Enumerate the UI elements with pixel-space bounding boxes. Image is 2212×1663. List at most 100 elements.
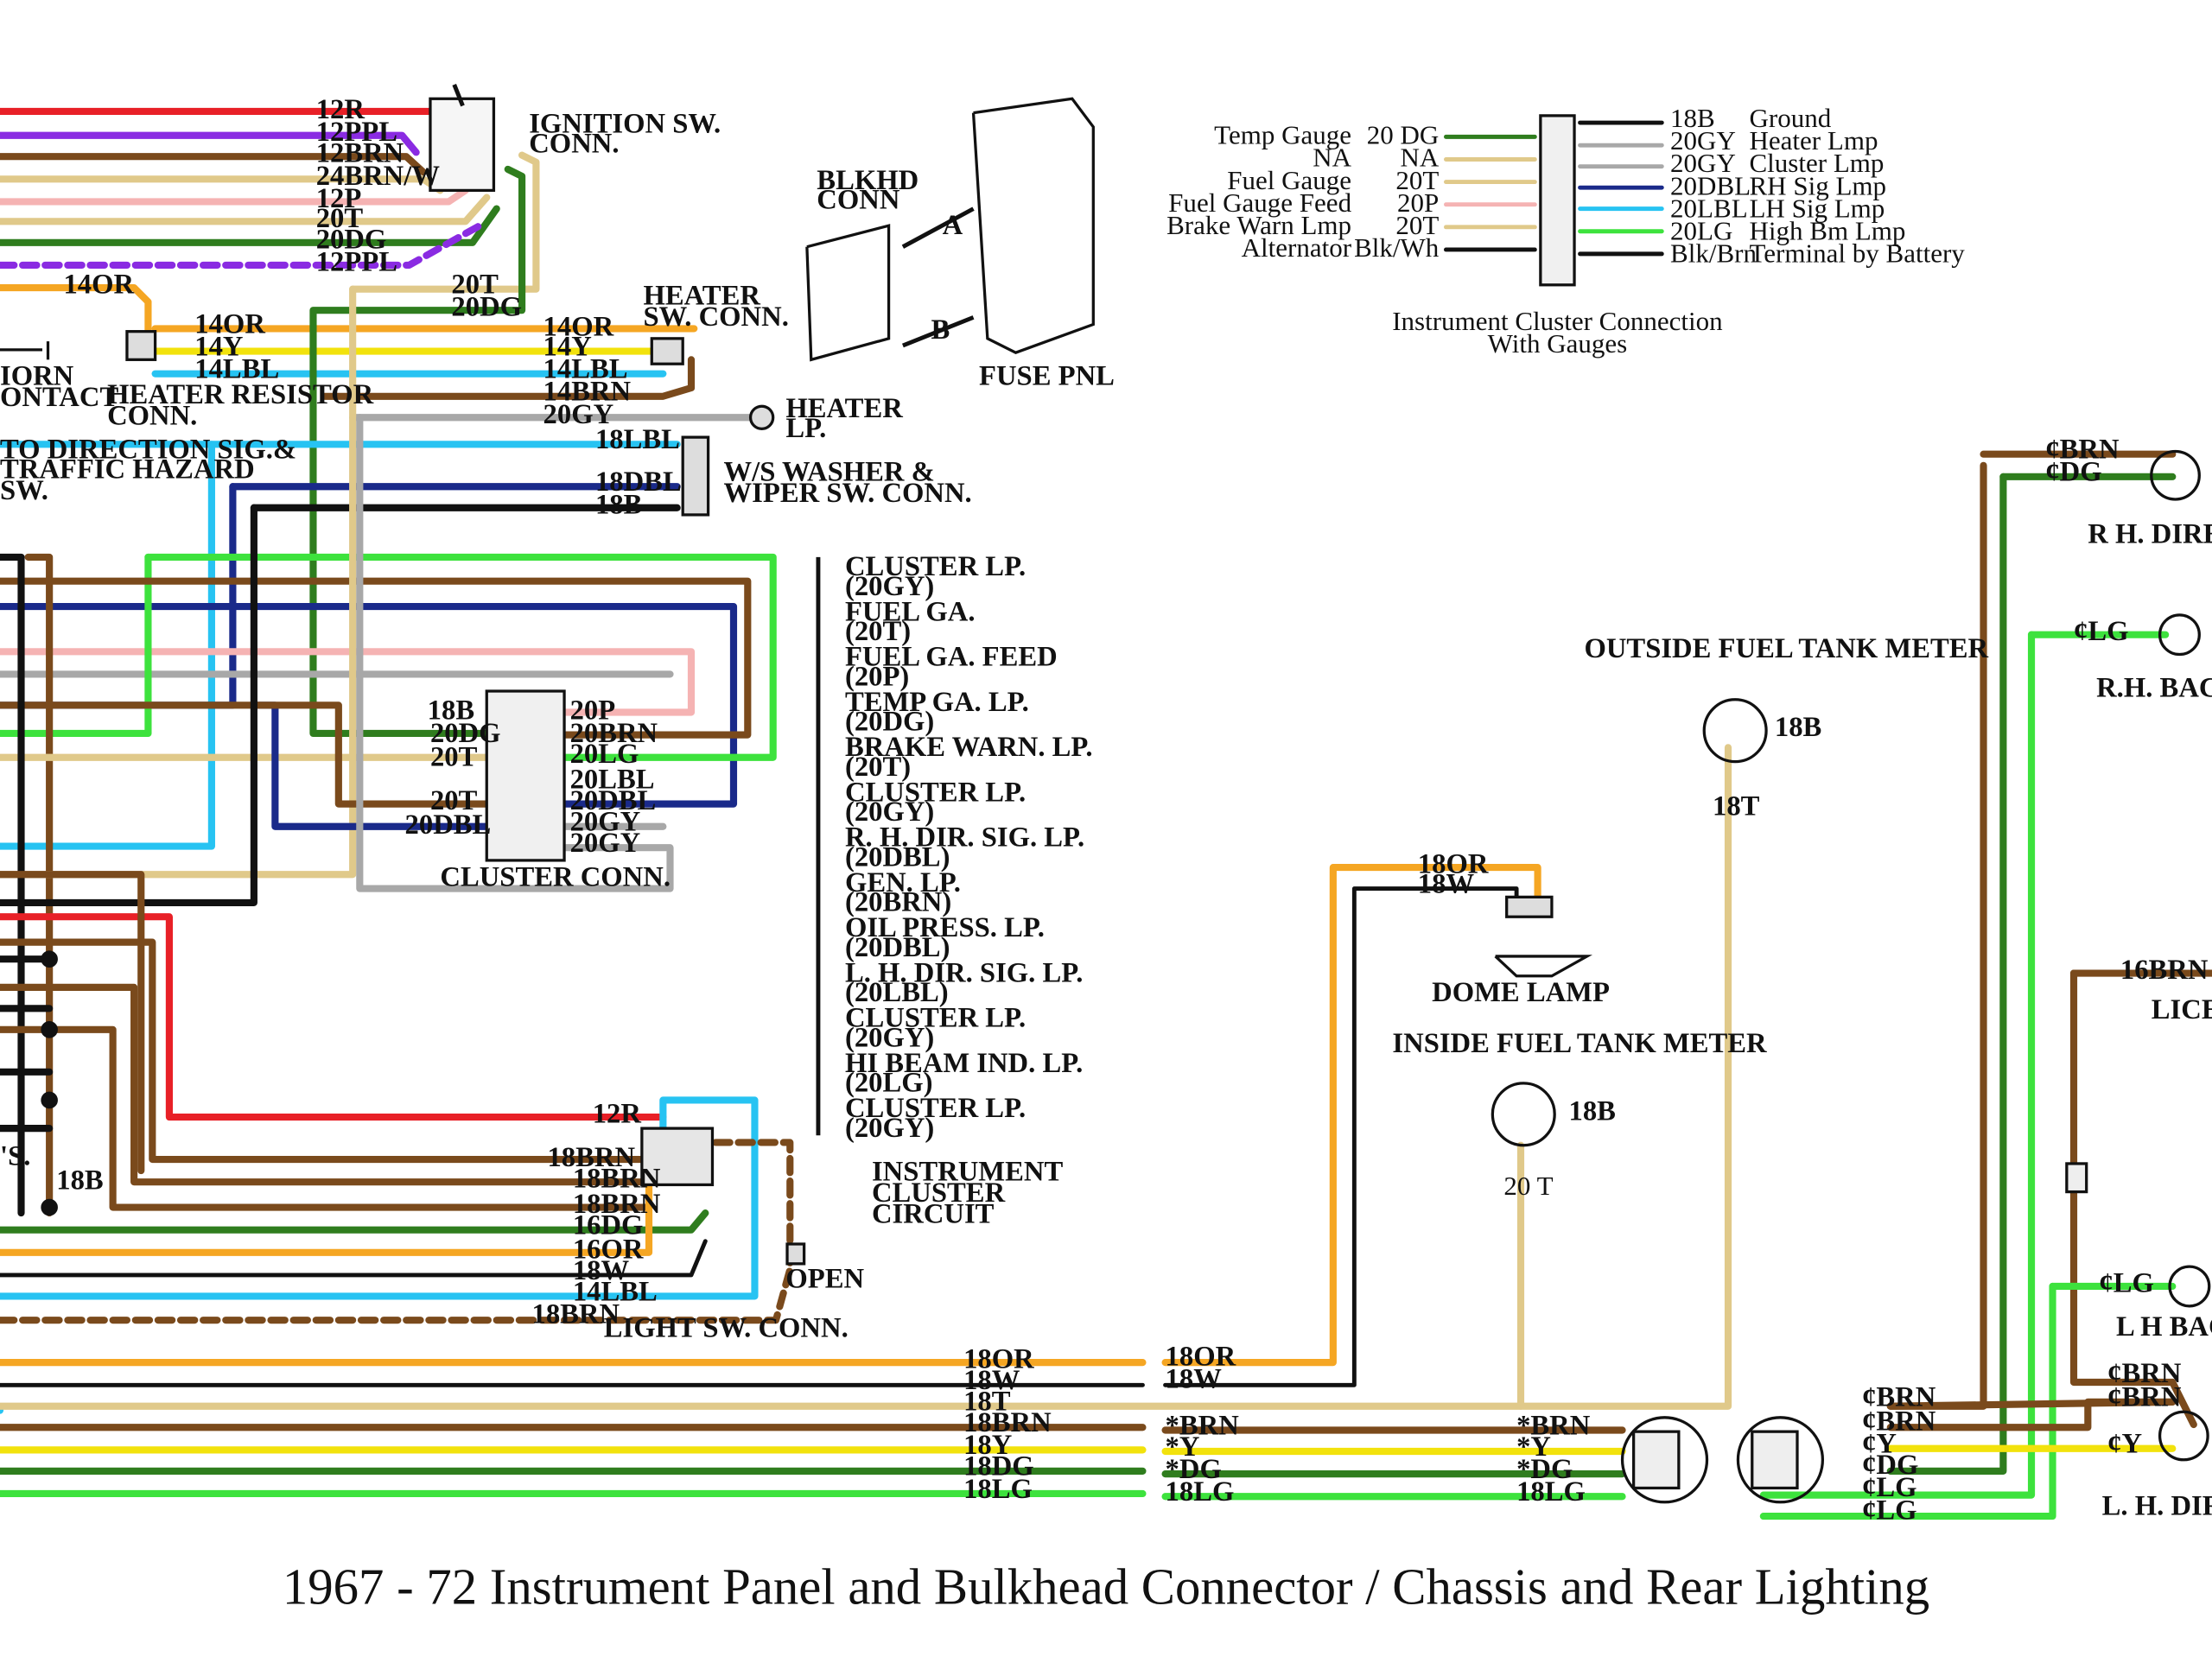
chassis-left-wire-3: 18LG [1166,1476,1235,1507]
wire-14brn-sw [321,356,696,400]
bottom2-0: 18OR [1166,1341,1236,1372]
chassis-left-wire-2: *DG [1166,1454,1222,1485]
loop-brown3 [0,701,491,808]
cluster-right-5: 20GY [570,807,641,838]
legend-right-wire-label-4: 20LBL [1670,193,1748,223]
cluster-item-9-wire: (20LBL) [845,977,949,1008]
instrument-circuit-2: CLUSTER [872,1177,1006,1209]
instrument-circuit-1: INSTRUMENT [872,1157,1063,1188]
cluster-item-5-name: CLUSTER LP. [845,777,1026,808]
light-switch-body [640,1127,715,1187]
cluster-item-1-wire: (20T) [845,616,911,647]
bottom-wire-3: 18BRN [963,1407,1052,1438]
side-brown-d [0,871,145,1175]
rear-conn-wire-5: ¢LG [1862,1495,1916,1526]
direction-3: SW. [0,475,48,506]
cluster-right-0: 20P [570,695,616,727]
rear-brn-lic2 [2069,969,2197,1429]
heater-lp-2: LP. [785,413,826,444]
ignition-wire-1: 12PPL [316,117,397,148]
instrument-circuit-3: CIRCUIT [872,1199,995,1230]
cluster-item-1-name: FUEL GA. [845,596,976,627]
bot-18t [0,744,1732,1410]
chassis-left-wire-0: *BRN [1166,1410,1240,1441]
legend-left-wire-1: NA [1400,143,1439,173]
ls-16or [0,1167,653,1256]
cluster-item-6-wire: (20DBL) [845,841,950,873]
ls-wire-7: 14LBL [573,1276,658,1307]
washer-conn [681,435,710,517]
legend-right-name-2: Cluster Lmp [1749,148,1884,178]
rear-lg-2 [1759,631,2036,1499]
legend-left-name-3: Fuel Gauge Feed [1168,187,1351,218]
cluster-item-7-name: GEN. LP. [845,867,961,898]
ls-wire-8: 18BRN [532,1298,620,1330]
ls-18brn-dash [0,1139,794,1324]
ls-14lbl [0,1096,759,1300]
outside-title: OUTSIDE FUEL TANK METER [1584,633,1988,664]
chassis-conn-left [1736,1416,1825,1504]
resistor-wire-2: 14LBL [194,354,279,385]
loop-black [0,504,257,906]
outside-fuel-meter [1702,698,1768,764]
ch-18w [1163,886,1519,1387]
cluster-item-9-name: L. H. DIR. SIG. LP. [845,957,1083,988]
chassis-conn-left-body [1751,1430,1799,1490]
cluster-item-7-wire: (20BRN) [845,887,951,918]
rear-lg: ¢LG [2074,616,2128,647]
rear-conn-wire-3: ¢DG [1862,1450,1918,1481]
chassis-left-wire-1: *Y [1166,1431,1200,1463]
cluster-left-0: 18B [428,695,474,727]
legend-left-wire-3: 20P [1397,187,1439,218]
heater-sw-wire-4: 20GY [543,399,614,430]
ignition-title-1: IGNITION SW. [529,108,721,139]
dome-wire-0: 18OR [1418,849,1489,880]
chassis-wire-0: *BRN [1516,1410,1591,1441]
cluster-item-11-wire: (20LG) [845,1068,933,1099]
legend-right-wire-label-6: Blk/Brn [1670,238,1757,269]
horn-2: ONTACT [0,382,118,413]
rear-lic-wire: 16BRN [2120,955,2209,986]
legend-right-name-4: LH Sig Lmp [1749,193,1885,223]
cluster-item-2-name: FUEL GA. FEED [845,642,1058,673]
bulkhead-arrow-a [901,206,975,249]
rh-direction-lamp [2150,449,2201,501]
dome-lamp-lens [1494,955,1592,978]
cluster-item-12-name: CLUSTER LP. [845,1093,1026,1124]
rear-license: LICEN [2152,994,2212,1025]
rear-rh-wire-1: ¢DG [2045,457,2101,488]
open-terminal [785,1242,806,1266]
rear-rh-dir: R H. DIREC [2088,519,2212,550]
wire-20t-ign [0,194,491,225]
legend-left-wire-2: 20T [1395,165,1439,195]
junction-1 [41,950,58,968]
dome-lamp-conn [1505,895,1554,918]
bottom-wire-2: 18T [963,1387,1011,1418]
cluster-left-4: 20DBL [405,809,492,841]
cluster-conn-body [485,689,566,862]
washer-wire-1: 18DBL [595,467,682,498]
rear-rh-back: R.H. BACI [2096,673,2212,704]
bottom-wire-0: 18OR [963,1344,1034,1375]
outside-wire: 18T [1713,791,1760,822]
legend-left-name-0: Temp Gauge [1214,120,1351,150]
bulkhead-a: A [943,210,963,241]
legend-left-name-2: Fuel Gauge [1227,165,1351,195]
ignition-switch-top [452,84,465,107]
legend-right-name-6: Terminal by Battery [1749,238,1965,269]
ignition-wire-3: 24BRN/W [316,161,441,192]
cluster-item-3-wire: (20DG) [845,707,934,738]
junction-3 [41,1091,58,1109]
junction-2 [41,1021,58,1038]
legend-left-wire-4: 20T [1395,210,1439,240]
loop-brown [0,577,752,739]
cluster-conn-title: CLUSTER CONN. [440,861,671,892]
cluster-left-1: 20DG [430,718,501,749]
horn-1: IORN [0,361,74,392]
bulkhead-title-1: BLKHD [817,165,918,196]
heater-lp-1: HEATER [785,393,903,424]
inside-wire: 20 T [1503,1171,1553,1201]
side-brown-b [0,983,653,1186]
resistor-wire-1: 14Y [194,331,243,362]
heater-sw-wire-1: 14Y [543,331,592,362]
